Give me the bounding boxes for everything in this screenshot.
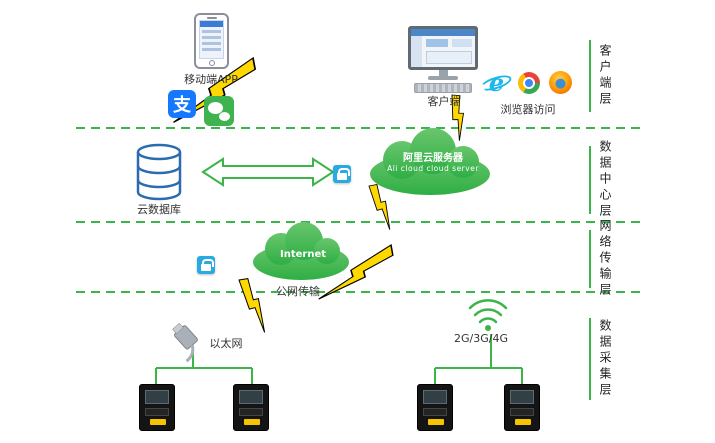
client-pc-label: 客户端 [427, 95, 461, 108]
layer-label-transport: 网络传输层 [598, 219, 612, 299]
layer-label-datacenter: 数据中心层 [598, 140, 612, 220]
mobile-app-label: 移动端APP [184, 73, 238, 86]
layer-divider-lines [76, 127, 642, 293]
sync-double-arrow [201, 157, 335, 187]
ethernet-connector-icon [172, 322, 198, 363]
phone-screen [199, 20, 224, 59]
mobile-phone-icon [194, 13, 229, 69]
collector-device [233, 384, 269, 431]
ali-cloud-label-cn: 阿里云服务器 [403, 153, 463, 164]
browser-access-label: 浏览器访问 [500, 103, 556, 116]
chrome-icon [518, 71, 540, 94]
alipay-glyph: 支 [173, 95, 191, 116]
database-icon [136, 143, 182, 201]
cellular-label: 2G/3G/4G [454, 332, 508, 345]
internet-cloud-shape [253, 222, 349, 280]
wechat-bubble-small [219, 112, 230, 121]
lock-icon-cloud [333, 165, 351, 183]
firefox-icon [549, 71, 572, 94]
desktop-computer-icon [408, 26, 478, 93]
cloud-db-label: 云数据库 [137, 203, 181, 216]
alipay-icon: 支 [168, 90, 196, 118]
ali-cloud-label-en: Ali cloud cloud server [387, 164, 479, 173]
public-network-label: 公网传输 [276, 285, 320, 298]
lock-icon-internet [197, 256, 215, 274]
ali-cloud-label: 阿里云服务器 Ali cloud cloud server [387, 149, 479, 173]
internet-explorer-icon: e [478, 68, 514, 97]
layer-label-client: 客户端层 [598, 44, 612, 108]
browser-icons-group: e [478, 68, 572, 97]
wechat-icon [204, 96, 234, 126]
layer-label-collection: 数据采集层 [598, 319, 612, 399]
collector-device [139, 384, 175, 431]
ali-cloud-shape [370, 128, 490, 195]
monitor-screen [408, 26, 478, 70]
wifi-dot [485, 325, 491, 331]
keyboard-icon [414, 83, 472, 93]
ie-glyph: e [488, 68, 505, 97]
collector-device [417, 384, 453, 431]
internet-label: Internet [279, 249, 327, 260]
collector-device [504, 384, 540, 431]
wechat-bubble-large [208, 102, 223, 114]
ethernet-label: 以太网 [209, 337, 243, 350]
wifi-icon [468, 299, 508, 324]
bolt-internet-to-ethernet [232, 275, 278, 334]
device-tree-lines [155, 334, 523, 384]
